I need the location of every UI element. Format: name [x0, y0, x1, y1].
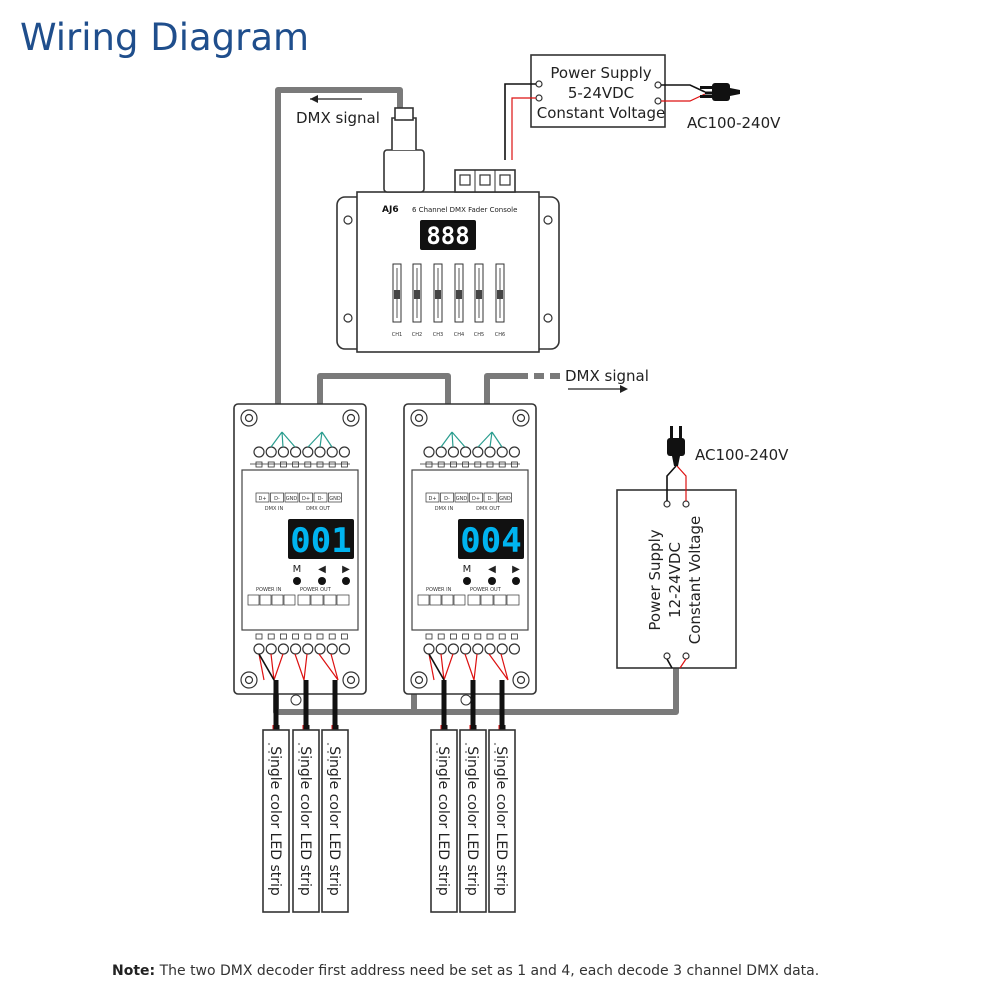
decoder-dmx-terminal-label: D-	[488, 496, 494, 502]
decoder-button-1[interactable]	[463, 577, 471, 585]
decoder-dmx-terminal-label: GND	[286, 496, 298, 502]
dmx-cable-console-to-decoder1	[275, 87, 403, 432]
led-strip-5: Single color LED strip	[459, 680, 487, 913]
decoder-address-value: 001	[290, 521, 351, 561]
decoder-dmx-terminal-label: D-	[318, 496, 324, 502]
decoder-button-label: ▶	[342, 564, 350, 575]
led-strip-label: Single color LED strip	[464, 746, 480, 896]
psu-right-ac-label: AC100-240V	[695, 446, 789, 464]
decoder-button-label: M	[463, 564, 472, 575]
led-strip-1: Single color LED strip	[262, 680, 290, 913]
dmx-signal-label-right: DMX signal	[565, 367, 649, 385]
console-display	[420, 220, 476, 250]
power-supply-top	[530, 54, 666, 128]
console-fader-3[interactable]	[433, 263, 443, 323]
note-text: The two DMX decoder first address need b…	[155, 963, 819, 979]
decoder-power-out-label: POWER OUT	[300, 587, 332, 593]
led-strip-label: Single color LED strip	[435, 746, 451, 896]
decoder-button-label: ◀	[318, 564, 326, 575]
console-fader-5[interactable]	[474, 263, 484, 323]
psu-top-line3: Constant Voltage	[537, 104, 665, 122]
led-strip-4: Single color LED strip	[430, 680, 458, 913]
decoder-button-2[interactable]	[488, 577, 496, 585]
decoder-power-in-label: POWER IN	[256, 587, 282, 593]
console-fader-4[interactable]	[454, 263, 464, 323]
console-fader-6[interactable]	[495, 263, 505, 323]
psu-top-line1: Power Supply	[550, 64, 651, 82]
led-strip-6: Single color LED strip	[488, 680, 516, 913]
console-model: AJ6	[382, 205, 399, 215]
psu-right-line1: Power Supply	[646, 529, 664, 630]
decoder-address-display	[288, 519, 354, 559]
decoder-dmx-terminal-label: D+	[472, 496, 480, 502]
psu-top-line2: 5-24VDC	[568, 84, 634, 102]
ac-plug-right-icon	[667, 426, 685, 466]
console-channel-label: CH2	[412, 332, 422, 338]
decoder-dmx-in-label: DMX IN	[265, 506, 284, 512]
decoder-dmx-terminal-label: D+	[428, 496, 436, 502]
xlr-connector	[383, 149, 425, 193]
decoder-dmx-terminal-label: D-	[274, 496, 280, 502]
psu-right-line2: 12-24VDC	[666, 542, 684, 618]
console-channel-label: CH1	[392, 332, 402, 338]
decoder-address-value: 004	[460, 521, 521, 561]
dmx-signal-label-top: DMX signal	[296, 109, 380, 127]
dmx-console-aj6: AJ6 6 Channel DMX Fader Console 888 CH1 C…	[336, 107, 560, 353]
console-channel-label: CH6	[495, 332, 505, 338]
dmx-signal-arrow-right	[568, 385, 628, 393]
led-strip-label: Single color LED strip	[267, 746, 283, 896]
decoder-power-in-label: POWER IN	[426, 587, 452, 593]
console-channel-label: CH5	[474, 332, 484, 338]
console-display-value: 888	[426, 222, 469, 250]
decoder-dmx-out-label: DMX OUT	[476, 506, 501, 512]
psu-right-line3: Constant Voltage	[686, 516, 704, 644]
decoder-button-label: ▶	[512, 564, 520, 575]
console-subtitle: 6 Channel DMX Fader Console	[412, 206, 517, 214]
decoder-dmx-terminal-label: D-	[444, 496, 450, 502]
led-strip-label: Single color LED strip	[297, 746, 313, 896]
decoder-dmx-terminal-label: GND	[499, 496, 511, 502]
decoder-power-out-label: POWER OUT	[470, 587, 502, 593]
led-strip-label: Single color LED strip	[326, 746, 342, 896]
dmx-signal-arrow-left	[310, 95, 362, 103]
psu-top-ac-label: AC100-240V	[687, 114, 781, 132]
decoder-dmx-in-label: DMX IN	[435, 506, 454, 512]
decoder-dmx-out-label: DMX OUT	[306, 506, 331, 512]
footer-note: Note: The two DMX decoder first address …	[112, 963, 819, 979]
decoder-address-display	[458, 519, 524, 559]
decoder-button-2[interactable]	[318, 577, 326, 585]
decoder-dmx-terminal-label: D+	[302, 496, 310, 502]
decoder-button-3[interactable]	[342, 577, 350, 585]
console-channel-label: CH3	[433, 332, 443, 338]
decoder-button-3[interactable]	[512, 577, 520, 585]
decoder-dmx-terminal-label: D+	[258, 496, 266, 502]
note-prefix: Note:	[112, 963, 155, 979]
led-strip-3: Single color LED strip	[321, 680, 349, 913]
decoder-button-1[interactable]	[293, 577, 301, 585]
decoder-dmx-terminal-label: GND	[456, 496, 468, 502]
led-strip-label: Single color LED strip	[493, 746, 509, 896]
power-supply-right	[616, 489, 737, 669]
decoder-button-label: M	[293, 564, 302, 575]
console-channel-label: CH4	[454, 332, 464, 338]
console-fader-1[interactable]	[392, 263, 402, 323]
decoder-button-label: ◀	[488, 564, 496, 575]
console-fader-2[interactable]	[412, 263, 422, 323]
decoder-dmx-terminal-label: GND	[329, 496, 341, 502]
page-title: Wiring Diagram	[20, 16, 309, 59]
led-strip-2: Single color LED strip	[292, 680, 320, 913]
